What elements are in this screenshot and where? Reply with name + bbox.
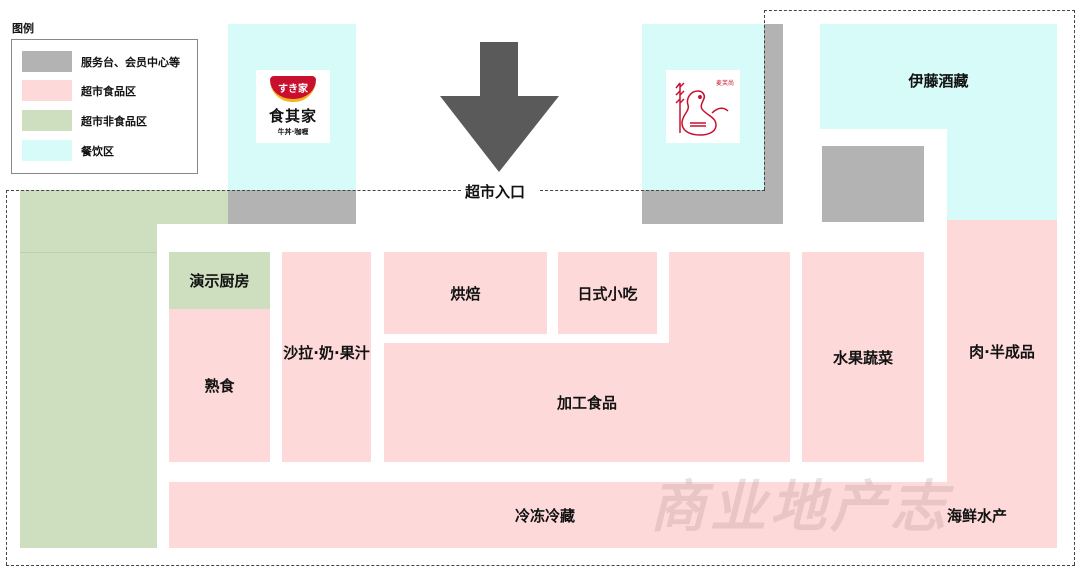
- sukiya-subtitle: 牛丼·咖喱: [277, 128, 309, 136]
- sukiya-logo: すき家 食其家 牛丼·咖喱: [256, 70, 330, 143]
- zone-label: 肉·半成品: [969, 342, 1035, 361]
- zone-bakery: 烘焙: [384, 252, 547, 334]
- legend-label: 超市食品区: [81, 84, 136, 98]
- zone-label: 水果蔬菜: [832, 348, 893, 367]
- svg-text:麦芙尚: 麦芙尚: [716, 79, 734, 87]
- legend-label: 服务台、会员中心等: [81, 55, 180, 69]
- boundary-notch: [764, 10, 765, 190]
- boundary-bottom: [6, 565, 1075, 566]
- zone-japanese-snacks: 日式小吃: [558, 252, 657, 334]
- zone-ito-sake: 伊藤酒藏: [820, 24, 1057, 129]
- legend-item-service: 服务台、会员中心等: [22, 51, 180, 72]
- zone-label: 演示厨房: [189, 272, 250, 290]
- zone-label: 日式小吃: [577, 284, 638, 303]
- zone-label: 伊藤酒藏: [908, 72, 969, 90]
- watermark: 商业地产志: [650, 475, 950, 540]
- zone-label-seafood: 海鲜水产: [947, 506, 1008, 525]
- legend-item-dining: 餐饮区: [22, 140, 114, 161]
- zone-service-left: [228, 190, 356, 224]
- zone-fruit-veg: 水果蔬菜: [802, 252, 924, 462]
- legend-swatch-service: [22, 51, 72, 72]
- zone-meat-prepared: 肉·半成品: [947, 220, 1057, 482]
- divider: [20, 252, 157, 253]
- legend: 服务台、会员中心等 超市食品区 超市非食品区 餐饮区: [11, 39, 198, 174]
- mascot-logo: 麦芙尚: [666, 70, 740, 143]
- boundary-right: [1074, 10, 1075, 565]
- legend-swatch-dining: [22, 140, 72, 161]
- zone-non-food-top: [20, 190, 228, 224]
- boundary-top-right: [764, 10, 1075, 11]
- legend-swatch-food: [22, 80, 72, 101]
- legend-item-food: 超市食品区: [22, 80, 136, 101]
- zone-demo-kitchen: 演示厨房: [169, 252, 270, 309]
- zone-processed-food-upper: [669, 252, 790, 344]
- zone-deli: 熟食: [169, 309, 270, 462]
- wheat-mascot-icon: 麦芙尚: [675, 79, 734, 136]
- zone-ito-sake-extension: [947, 129, 1057, 220]
- zone-label: 烘焙: [450, 284, 481, 303]
- legend-swatch-non-food: [22, 110, 72, 131]
- zone-label: 沙拉·奶·果汁: [283, 344, 370, 362]
- boundary-top-mid: [540, 190, 765, 191]
- legend-title: 图例: [12, 22, 34, 35]
- down-arrow-icon: [440, 42, 559, 172]
- legend-item-non-food: 超市非食品区: [22, 110, 147, 131]
- zone-frozen-chilled: 冷冻冷藏 海鲜水产: [169, 482, 1057, 548]
- legend-label: 超市非食品区: [81, 114, 147, 128]
- zone-label: 熟食: [204, 377, 235, 395]
- zone-label: 加工食品: [556, 394, 617, 412]
- sukiya-name: 食其家: [268, 107, 317, 125]
- boundary-top-left: [6, 190, 466, 191]
- zone-non-food-left: [20, 224, 157, 548]
- zone-service-right: [822, 146, 924, 222]
- legend-label: 餐饮区: [81, 144, 114, 158]
- zone-service-center: [642, 190, 783, 224]
- zone-salad-dairy-juice: 沙拉·奶·果汁: [282, 252, 371, 462]
- zone-label: 冷冻冷藏: [515, 506, 576, 525]
- boundary-left: [6, 190, 7, 565]
- zone-service-center-strip: [764, 24, 783, 190]
- entrance-label: 超市入口: [461, 181, 530, 202]
- zone-processed-food: 加工食品: [384, 343, 790, 462]
- sukiya-bowl-icon: すき家: [270, 76, 316, 102]
